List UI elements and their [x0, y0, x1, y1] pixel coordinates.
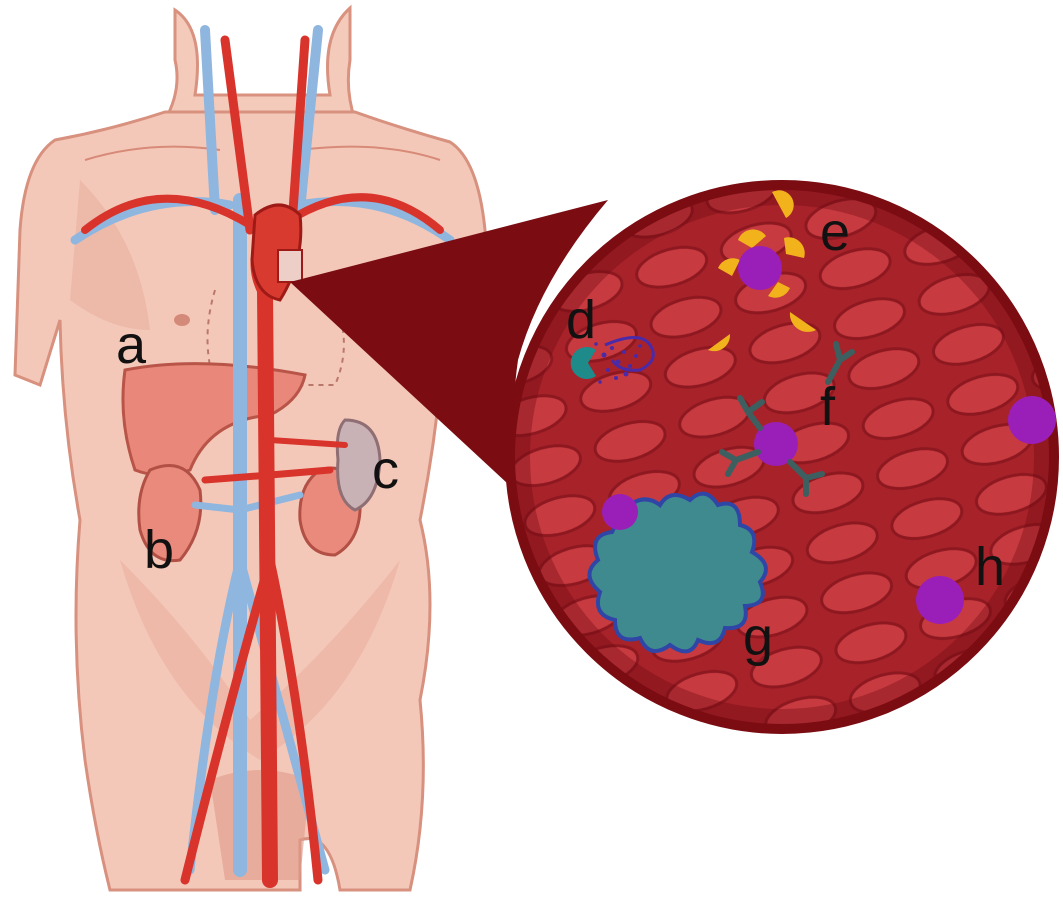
free-pathogen	[916, 576, 964, 624]
groin-shadow	[210, 770, 310, 880]
label-b: b	[144, 520, 174, 580]
label-g: g	[743, 607, 773, 667]
pathogen-cell	[738, 246, 782, 290]
label-h: h	[975, 537, 1005, 597]
neck	[165, 8, 355, 120]
aorta-wall-inset	[278, 250, 302, 282]
label-f: f	[820, 377, 836, 437]
label-d: d	[566, 290, 596, 350]
wall-pathogen	[1008, 396, 1056, 444]
label-e: e	[820, 202, 850, 262]
label-a: a	[116, 315, 147, 375]
nipple	[174, 314, 190, 326]
macrophage-group	[589, 494, 765, 652]
label-c: c	[372, 440, 399, 500]
engulfed-pathogen	[602, 494, 638, 530]
human-torso	[15, 8, 490, 890]
blood-vessel-interior	[500, 180, 1063, 740]
